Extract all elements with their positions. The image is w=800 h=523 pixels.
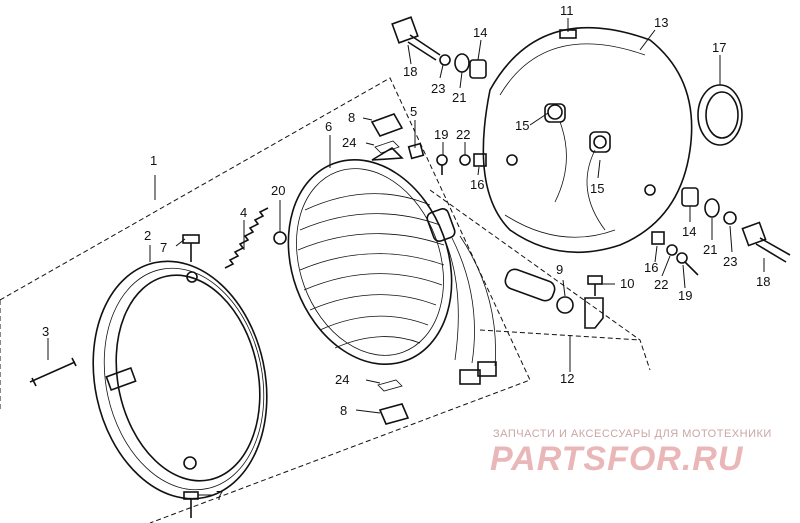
collar-16-lower (651, 231, 665, 245)
label-24-bottom: 24 (335, 372, 349, 387)
washer-20 (273, 231, 287, 245)
clip-8-top (370, 113, 404, 137)
label-22-upper: 22 (456, 127, 470, 142)
screw-3 (29, 357, 77, 387)
leader-lines (47, 18, 765, 496)
label-5: 5 (410, 104, 417, 119)
part-labels: 1 2 3 4 5 6 7 7 8 8 9 10 11 12 13 14 14 … (42, 3, 770, 503)
label-20: 20 (271, 183, 285, 198)
label-16-lower: 16 (644, 260, 658, 275)
label-23-lower: 23 (723, 254, 737, 269)
label-2: 2 (144, 228, 151, 243)
label-10: 10 (620, 276, 634, 291)
adjust-screw-19-lower (676, 252, 699, 276)
label-4: 4 (240, 205, 247, 220)
spring-4 (224, 207, 269, 269)
label-16-upper: 16 (470, 177, 484, 192)
clip-8-bottom (378, 403, 410, 425)
label-19-lower: 19 (678, 288, 692, 303)
washer-23-lower (723, 211, 737, 225)
label-21-lower: 21 (703, 242, 717, 257)
label-13: 13 (654, 15, 668, 30)
clip-24-top (374, 140, 400, 154)
watermark-tagline: ЗАПЧАСТИ И АКСЕССУАРЫ ДЛЯ МОТОТЕХНИКИ (493, 428, 772, 440)
washer-23-upper (439, 54, 451, 66)
label-24-top: 24 (342, 135, 356, 150)
label-19-upper: 19 (434, 127, 448, 142)
collar-14-upper (469, 59, 487, 79)
label-1: 1 (150, 153, 157, 168)
label-21-upper: 21 (452, 90, 466, 105)
washer-21-upper (454, 53, 470, 73)
label-14-lower: 14 (682, 224, 696, 239)
clip-24-bottom (377, 379, 403, 392)
label-15-lower: 15 (590, 181, 604, 196)
label-8-top: 8 (348, 110, 355, 125)
headlight-wiring (426, 208, 497, 385)
label-6: 6 (325, 119, 332, 134)
position-light-socket (504, 268, 604, 329)
label-18-upper: 18 (403, 64, 417, 79)
screw-7-top (182, 234, 200, 262)
label-11: 11 (560, 3, 574, 18)
collar-16-upper (473, 153, 487, 167)
assembly-outline (0, 77, 651, 523)
collar-14-lower (681, 187, 699, 207)
label-22-lower: 22 (654, 277, 668, 292)
label-9: 9 (556, 262, 563, 277)
label-7-bottom: 7 (216, 488, 223, 503)
screw-7-bottom (183, 491, 199, 518)
label-18-lower: 18 (756, 274, 770, 289)
sealed-beam-unit (287, 146, 453, 366)
nut-5 (407, 142, 425, 160)
bolt-18-lower (741, 221, 791, 263)
label-8-bottom: 8 (340, 403, 347, 418)
label-17: 17 (712, 40, 726, 55)
watermark-logo: PARTSFOR.RU (490, 440, 744, 478)
label-12: 12 (560, 371, 574, 386)
bolt-18-upper (391, 16, 441, 61)
headlight-rim (92, 260, 268, 500)
adjust-screw-19-upper (436, 154, 448, 175)
label-7-top: 7 (160, 240, 167, 255)
washer-22-upper (459, 154, 471, 166)
headlight-case (482, 26, 693, 254)
label-3: 3 (42, 324, 49, 339)
label-23-upper: 23 (431, 81, 445, 96)
label-14-upper: 14 (473, 25, 487, 40)
washer-21-lower (704, 198, 720, 218)
grommet-17 (697, 84, 743, 146)
washer-22-lower (666, 244, 678, 256)
label-15-upper: 15 (515, 118, 529, 133)
